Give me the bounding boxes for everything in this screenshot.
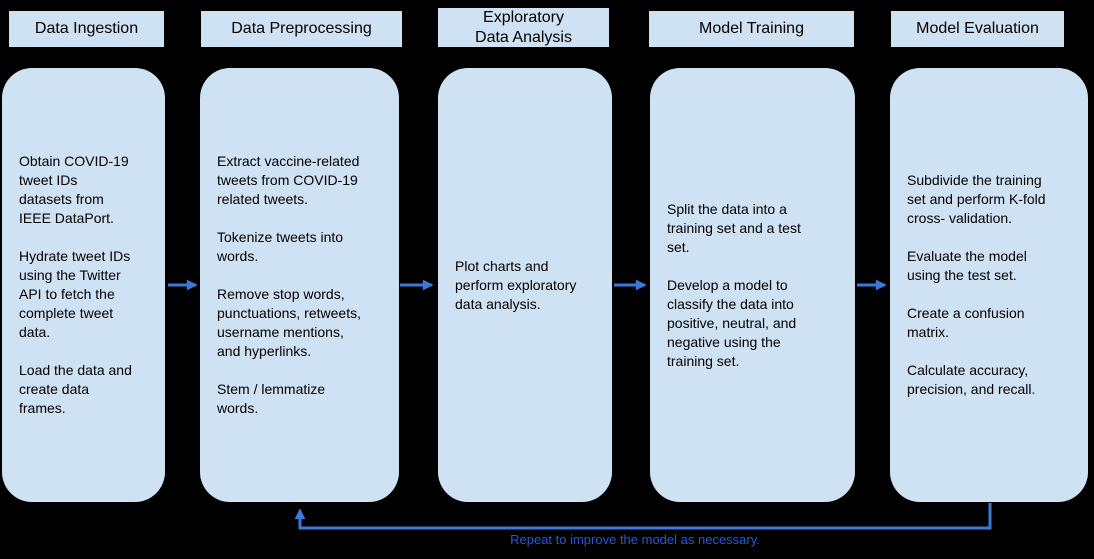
stage-header-model-training: Model Training <box>648 10 855 48</box>
stage-header-model-evaluation: Model Evaluation <box>890 10 1065 48</box>
stage-box-text: Split the data into a training set and a… <box>667 200 801 369</box>
stage-header-data-preprocessing: Data Preprocessing <box>200 10 403 48</box>
stage-header-exploratory-data-analysis: Exploratory Data Analysis <box>437 7 610 48</box>
stage-box-data-ingestion: Obtain COVID-19 tweet IDs datasets from … <box>2 68 165 502</box>
stage-box-text: Obtain COVID-19 tweet IDs datasets from … <box>19 153 132 416</box>
feedback-arrow-label: Repeat to improve the model as necessary… <box>510 532 760 547</box>
stage-box-exploratory-data-analysis: Plot charts and perform exploratory data… <box>438 68 612 502</box>
stage-box-text: Subdivide the training set and perform K… <box>907 172 1046 397</box>
stage-box-data-preprocessing: Extract vaccine-related tweets from COVI… <box>200 68 399 502</box>
stage-header-data-ingestion: Data Ingestion <box>8 10 165 48</box>
stage-box-model-evaluation: Subdivide the training set and perform K… <box>890 68 1088 502</box>
stage-box-text: Plot charts and perform exploratory data… <box>455 257 577 312</box>
feedback-arrow-evaluation-to-preprocessing-icon <box>294 503 992 530</box>
stage-box-text: Extract vaccine-related tweets from COVI… <box>217 153 361 416</box>
stage-box-model-training: Split the data into a training set and a… <box>650 68 855 502</box>
